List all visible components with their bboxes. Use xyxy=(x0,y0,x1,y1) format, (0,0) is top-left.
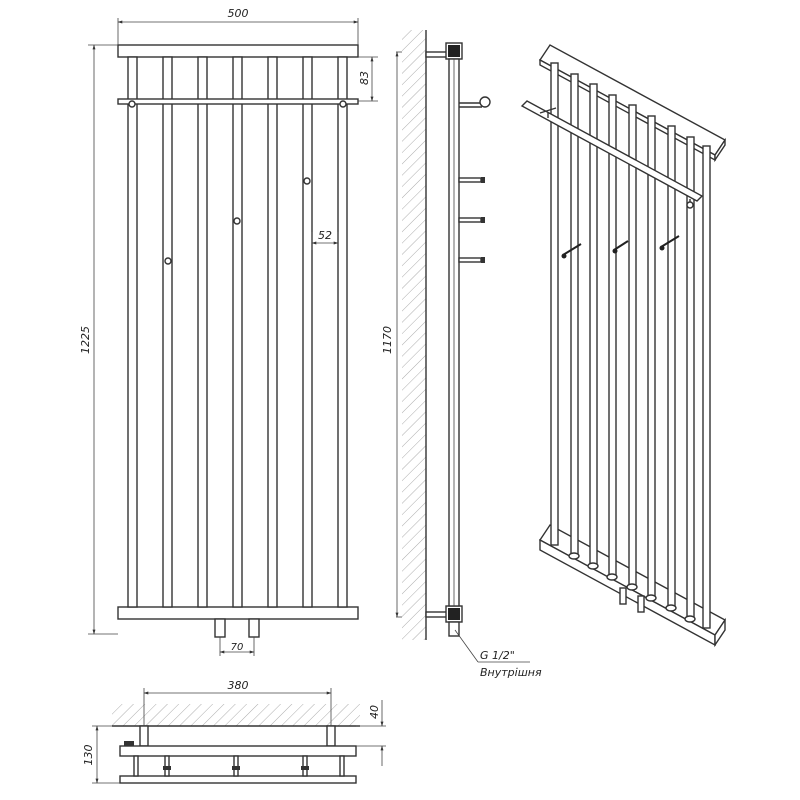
top-collector xyxy=(119,745,357,757)
dim-wall-gap: 40 xyxy=(356,700,386,766)
dim-mount-height-label: 1170 xyxy=(381,326,394,354)
side-wall-hatch xyxy=(402,30,426,640)
dim-depth: 130 xyxy=(82,725,120,784)
dim-tube-spacing: 52 xyxy=(311,229,339,250)
side-hooks xyxy=(458,177,485,263)
front-hook xyxy=(164,257,172,265)
side-view: 1170 G 1/2" Внутрішня xyxy=(381,30,542,679)
dim-overall-height: 1225 xyxy=(79,44,118,635)
top-wall-hatch xyxy=(112,704,360,726)
dim-top-offset-label: 83 xyxy=(358,71,371,85)
front-inlet-pipe xyxy=(214,618,226,638)
thread-callout: G 1/2" Внутрішня xyxy=(454,629,542,679)
iso-towel-bar xyxy=(520,100,704,209)
thread-note: Внутрішня xyxy=(480,666,542,679)
isometric-view xyxy=(520,44,727,648)
iso-vertical-tubes xyxy=(550,62,711,629)
front-hook xyxy=(303,177,311,185)
dim-overall-height-label: 1225 xyxy=(79,326,92,354)
dim-wall-gap-label: 40 xyxy=(368,705,381,719)
dim-width-label: 500 xyxy=(228,7,249,20)
dim-connection-spacing: 70 xyxy=(219,637,255,656)
side-towel-bar xyxy=(459,96,491,108)
dim-depth-label: 130 xyxy=(82,745,95,766)
dim-top-offset: 83 xyxy=(358,56,378,102)
front-bottom-collector xyxy=(117,606,359,620)
iso-hooks xyxy=(561,235,680,259)
top-view: 380 40 130 xyxy=(82,679,386,784)
dim-tube-spacing-label: 52 xyxy=(318,229,332,242)
top-hooks xyxy=(133,755,345,777)
front-top-collector xyxy=(117,44,359,58)
front-towel-bar xyxy=(117,98,359,105)
front-hook xyxy=(233,217,241,225)
front-vertical-tubes xyxy=(127,56,348,608)
dim-width: 500 xyxy=(117,7,359,45)
thread-label: G 1/2" xyxy=(480,649,515,662)
dim-bracket-spacing-label: 380 xyxy=(228,679,249,692)
top-towel-bar xyxy=(119,775,357,784)
top-bracket-left xyxy=(139,725,149,747)
dim-bracket-spacing: 380 xyxy=(143,679,332,726)
dim-connection-spacing-label: 70 xyxy=(231,642,244,653)
front-outlet-pipe xyxy=(248,618,260,638)
top-bracket-right xyxy=(326,725,336,747)
front-view: 500 83 52 1225 70 xyxy=(79,7,378,656)
dim-mount-height: 1170 xyxy=(381,51,402,618)
